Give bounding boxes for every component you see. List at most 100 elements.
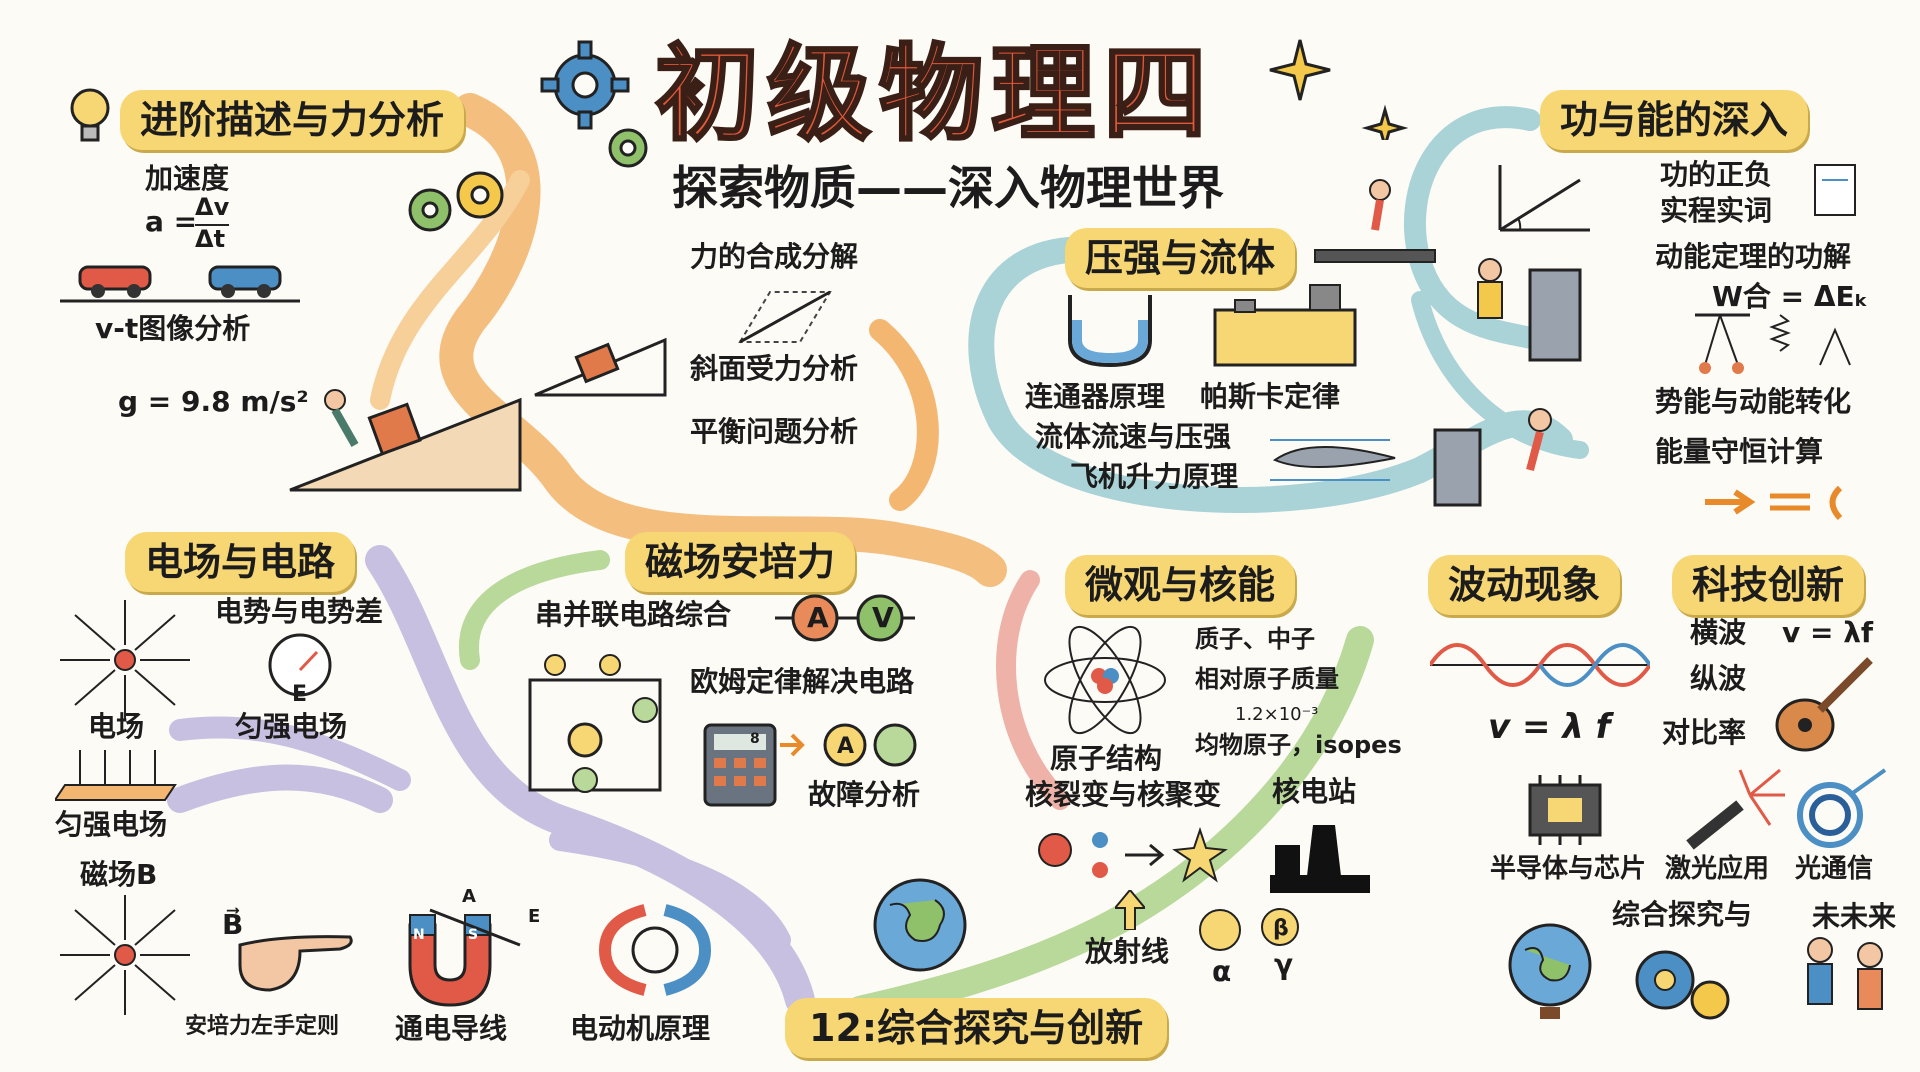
isotopes-label: 均物原子，isopes [1195,731,1402,759]
relative-mass-label: 相对原子质量 [1195,665,1339,693]
motor-principle-label: 电动机原理 [570,1012,711,1045]
machine-worker-icon [1477,258,1582,362]
uniform-field-label-1: 匀强电场 [235,710,348,743]
magnet-pole-s: S [468,927,479,943]
lift-principle-label: 飞机升力原理 [1070,460,1239,493]
branch-heading-micro[interactable]: 微观与核能 [1065,555,1296,615]
lightbulb-icon [70,88,110,142]
incline-push-illustration [289,389,522,492]
horseshoe-magnet-icon [408,908,521,1007]
contrast-label: 对比率 [1662,716,1747,749]
magnet-pole-n: N [413,927,425,943]
accel-label: 加速度 [145,162,230,195]
work-sign-sub-label: 实程实词 [1660,194,1773,227]
globe-icon [873,878,967,972]
relative-mass-value: 1.2×10⁻³ [1235,704,1319,725]
incline-analysis-label: 斜面受力分析 [690,352,859,385]
current-wire-label: 通电导线 [395,1012,508,1045]
page-title: 初级物理四 [653,33,1216,156]
power-plant-icon [1270,825,1370,893]
left-hand-icon [238,935,353,992]
beta-label: β [1273,916,1289,941]
left-hand-rule-label: 安培力左手定则 [185,1014,340,1039]
branch-heading-tech[interactable]: 科技创新 [1672,555,1865,615]
radiation-label: 放射线 [1085,935,1170,968]
incline-block-icon [534,337,667,397]
magnet-arrow-a: A [462,886,476,907]
gravity-label: g = 9.8 m/s² [118,385,309,418]
laser-label: 激光应用 [1665,854,1770,884]
energy-conversion-label: 势能与动能转化 [1655,385,1852,418]
kids-icon [1807,937,1883,1010]
treadmill-runner-icon [1314,179,1436,263]
accel-formula: a = [145,205,198,238]
branch-heading-magnet[interactable]: 磁场安培力 [625,532,856,592]
lever-machine-icon [1433,408,1552,507]
wave-formula-2: v = λ f [1488,707,1611,747]
cars-icon [60,265,300,303]
u-tube-icon [1068,295,1152,368]
branch-heading-electric[interactable]: 电场与电路 [125,532,356,592]
atom-icon [1044,625,1166,735]
work-sign-label: 功的正负 [1660,158,1773,191]
proton-neutron-label: 质子、中子 [1195,625,1315,653]
work-formula: W合 = ΔEₖ [1712,280,1869,313]
ohm-law-label: 欧姆定律解决电路 [690,665,915,698]
gear-icon [408,171,504,232]
pascal-law-label: 帕斯卡定律 [1200,380,1341,413]
guitar-icon [1775,657,1873,752]
fission-icon [1038,826,1228,883]
branch-heading-pressure[interactable]: 压强与流体 [1065,228,1296,288]
branch-heading-motion[interactable]: 进阶描述与力分析 [120,90,465,150]
gears-icon [1635,950,1730,1020]
up-arrow-icon [1115,890,1145,930]
magnetic-field-icon [60,895,190,1015]
fiber-optic-icon [1797,768,1887,848]
pascal-press-icon [1213,284,1357,367]
accel-denominator: Δt [195,225,226,253]
future-label: 未未来 [1812,900,1897,933]
magnet-arrow-e: E [528,906,541,927]
motor-diagram-icon [598,904,712,996]
wave-formula-1: v = λf [1782,616,1874,649]
flow-pressure-label: 流体流速与压强 [1035,420,1232,453]
kinetic-theorem-label: 动能定理的功解 [1655,240,1852,273]
page-subtitle: 探索物质——深入物理世界 [672,161,1224,215]
calculator-display: 8 [750,731,760,747]
energy-conservation-label: 能量守恒计算 [1655,435,1824,468]
meter-letter: E [292,682,308,707]
b-vector-label: B⃗ [222,908,244,941]
globe-icon [1508,923,1592,1019]
electric-field-icon [60,600,190,720]
branch-heading-work[interactable]: 功与能的深入 [1540,90,1809,150]
accel-numerator: Δv [195,190,230,226]
chip-icon [1528,775,1602,845]
longitudinal-wave-label: 纵波 [1690,662,1747,695]
document-icon [1814,164,1856,216]
branch-heading-wave[interactable]: 波动现象 [1428,555,1621,615]
fault-ammeter-letter: A [837,734,855,759]
gear-icon [608,128,648,168]
optical-comm-label: 光通信 [1795,854,1874,884]
equilibrium-label: 平衡问题分析 [690,415,859,448]
circuit-diagram-icon [528,654,662,793]
branch-heading-integrated[interactable]: 12:综合探究与创新 [785,998,1168,1058]
vt-graph-label: v-t图像分析 [95,312,251,345]
ammeter-letter: A [807,601,829,634]
force-compose-label: 力的合成分解 [690,240,859,273]
field-label: 电场 [88,710,145,743]
explore-label: 综合探究与 [1612,898,1753,931]
semiconductor-label: 半导体与芯片 [1490,854,1647,884]
gamma-label: γ [1274,948,1294,981]
voltmeter-letter: V [872,601,894,634]
transverse-wave-label: 横波 [1690,616,1747,649]
connector-principle-label: 连通器原理 [1025,380,1166,413]
arrows-icon [1705,485,1843,521]
power-plant-label: 核电站 [1272,775,1357,808]
sparkle-icon [1269,39,1409,140]
laser-icon [1686,768,1785,850]
pendulum-spring-icon [1695,313,1851,374]
series-parallel-label: 串并联电路综合 [535,598,732,631]
atomic-structure-label: 原子结构 [1050,742,1163,775]
